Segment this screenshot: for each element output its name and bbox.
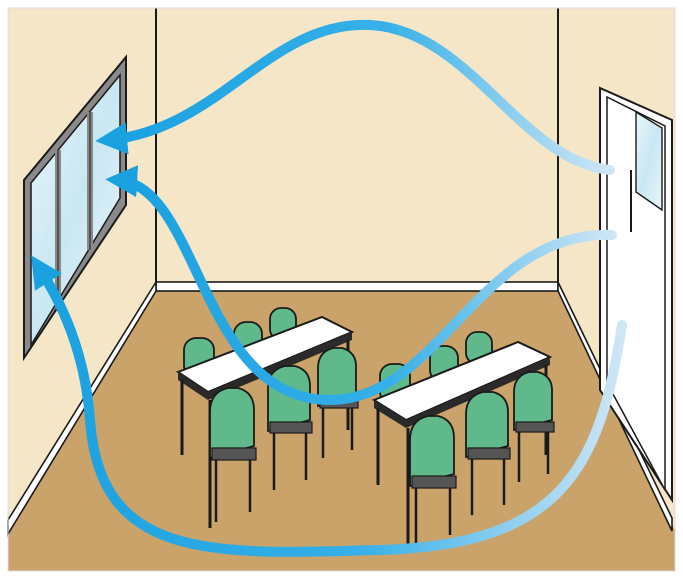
back-wall <box>156 8 558 288</box>
